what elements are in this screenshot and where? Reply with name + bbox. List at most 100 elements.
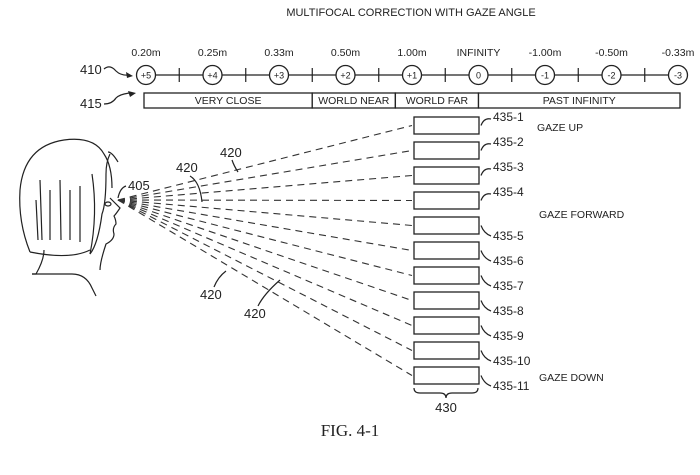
segment-leader: [480, 250, 492, 262]
segment-leader: [480, 193, 492, 201]
segment-label: 435-10: [493, 354, 531, 368]
segment-label: 435-6: [493, 254, 524, 268]
diopter-circle: [202, 64, 223, 86]
segment-leader: [480, 275, 492, 287]
ref-label-430: 430: [435, 400, 457, 415]
segment-leader: [480, 225, 492, 237]
lens-segment: [413, 266, 480, 285]
gaze-ray: [117, 174, 413, 201]
diopter-circle: [268, 64, 290, 86]
leader-arrow-410: [103, 66, 131, 76]
brace-430: [413, 387, 479, 399]
segment-label: 435-11: [493, 379, 530, 393]
segment-leader: [480, 300, 492, 312]
distance-label: 0.33m: [264, 47, 293, 59]
gaze-ray: [117, 199, 413, 351]
ref-label-405: 405: [128, 178, 150, 193]
diopter-value: 0: [476, 71, 481, 81]
ray-label-420: 420: [244, 306, 266, 321]
gaze-ray: [117, 199, 413, 327]
gaze-up-label: GAZE UP: [537, 122, 583, 134]
segment-label: 435-9: [493, 329, 524, 343]
diopter-circle: [667, 64, 689, 86]
ray-label-420: 420: [220, 145, 242, 160]
lens-segment: [413, 116, 480, 135]
distance-label: -0.50m: [595, 47, 628, 59]
lens-segment: [413, 191, 480, 210]
distance-label: -1.00m: [529, 47, 562, 59]
segment-label: 435-4: [493, 185, 524, 199]
gaze-forward-label: GAZE FORWARD: [539, 209, 625, 221]
segment-leader: [480, 118, 492, 126]
segment-leader: [480, 375, 492, 387]
distance-label: -0.33m: [662, 47, 695, 59]
gaze-ray: [117, 149, 413, 201]
segment-leader: [480, 168, 492, 176]
lens-segment: [413, 216, 480, 235]
figure-caption: FIG. 4-1: [321, 421, 380, 440]
diopter-scale: +50.20m+40.25m+30.33m+20.50m+11.00m0INFI…: [131, 47, 695, 86]
diopter-circle: [601, 64, 622, 86]
leader-420: [189, 175, 203, 203]
lens-segment: [413, 141, 480, 160]
diopter-value: +1: [407, 71, 417, 81]
arrowhead-410: [126, 72, 133, 78]
diopter-circle: [534, 64, 556, 86]
diopter-value: -2: [607, 71, 615, 81]
leader-420: [231, 159, 239, 173]
lens-segment: [413, 166, 480, 185]
zone-label: PAST INFINITY: [543, 95, 616, 107]
segment-leader: [480, 350, 492, 362]
zone-label: WORLD NEAR: [318, 95, 390, 107]
diopter-circle: [468, 64, 489, 86]
lens-segment: [413, 316, 480, 335]
distance-label: 1.00m: [397, 47, 426, 59]
gaze-ray: [117, 199, 413, 227]
segment-label: 435-3: [493, 160, 524, 174]
segment-label: 435-2: [493, 135, 524, 149]
ray-label-420: 420: [176, 160, 198, 175]
diopter-circle: [401, 64, 423, 86]
zone-segment: [477, 92, 681, 109]
distance-label: 0.50m: [331, 47, 360, 59]
zone-label: VERY CLOSE: [195, 95, 262, 107]
gaze-down-label: GAZE DOWN: [539, 372, 604, 384]
human-head-profile: [19, 138, 121, 297]
diopter-value: +3: [274, 71, 284, 81]
lens-segment: [413, 341, 480, 360]
ref-label-410: 410: [80, 62, 102, 77]
lens-stack: 435-1 435-2 435-3 435-4 435-5 435-6 435-7 435-8…: [413, 110, 531, 393]
diopter-value: +5: [141, 71, 151, 81]
lens-segment: [413, 241, 480, 260]
ray-label-420: 420: [200, 287, 222, 302]
leader-405: [117, 185, 127, 199]
diopter-value: +2: [340, 71, 350, 81]
segment-leader: [480, 325, 492, 337]
segment-label: 435-1: [493, 110, 524, 124]
diopter-value: -1: [541, 71, 549, 81]
gaze-ray: [117, 199, 413, 302]
arrowhead-415: [128, 91, 136, 97]
lens-segment: [413, 291, 480, 310]
diopter-circle: [335, 64, 356, 86]
gaze-ray: [117, 124, 413, 201]
segment-label: 435-5: [493, 229, 524, 243]
diagram-title: MULTIFOCAL CORRECTION WITH GAZE ANGLE: [286, 7, 535, 19]
segment-label: 435-7: [493, 279, 524, 293]
distance-label: 0.25m: [198, 47, 227, 59]
gaze-rays: [117, 124, 413, 376]
segment-label: 435-8: [493, 304, 524, 318]
gaze-ray: [117, 199, 413, 277]
distance-label: INFINITY: [457, 47, 501, 59]
leader-420: [213, 270, 227, 288]
lens-segment: [413, 366, 480, 385]
gaze-ray: [117, 199, 413, 202]
segment-leader: [480, 143, 492, 151]
ref-label-415: 415: [80, 96, 102, 111]
leader-420: [257, 279, 281, 307]
gaze-ray: [117, 199, 413, 252]
diopter-value: +4: [207, 71, 217, 81]
leader-arrow-415: [103, 92, 131, 105]
